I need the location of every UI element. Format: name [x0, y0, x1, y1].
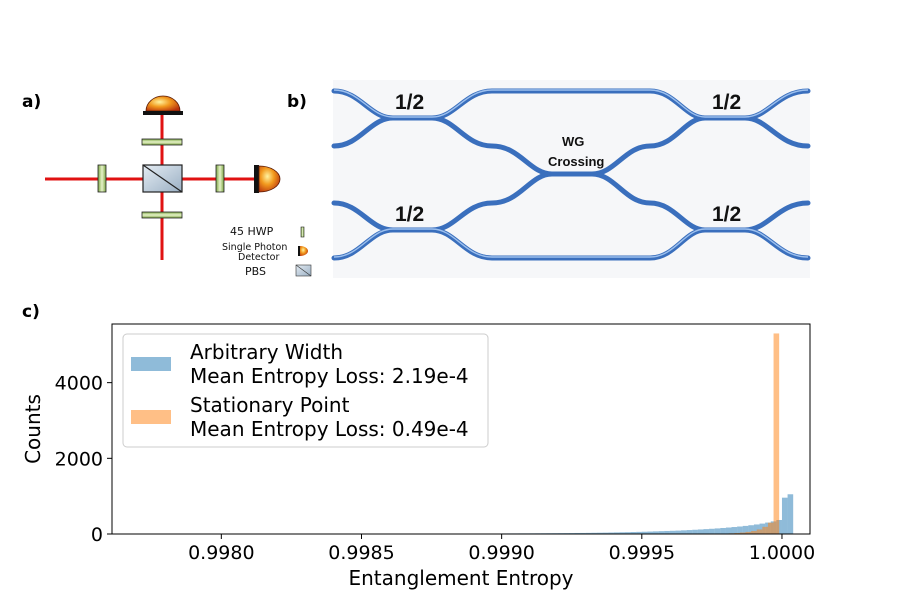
waveguide-highlights [333, 89, 809, 258]
x-tick-label: 1.0000 [749, 542, 815, 564]
arbitrary-bar [697, 529, 704, 534]
arbitrary-bar [675, 530, 682, 534]
crossing-label-2: Crossing [548, 154, 604, 169]
arbitrary-bar [781, 497, 788, 534]
x-tick-label: 0.9995 [609, 542, 675, 564]
arbitrary-bar [585, 532, 592, 534]
hwp-right [215, 164, 225, 193]
arbitrary-bar [720, 527, 726, 534]
y-tick-label: 0 [91, 524, 103, 546]
legend-detector-label-1: Single Photon [222, 242, 287, 253]
y-tick-label: 4000 [55, 373, 103, 395]
panel-label-c: c) [22, 302, 40, 322]
splitter-label-top-left: 1/2 [395, 91, 424, 114]
x-tick-label: 0.9980 [188, 542, 254, 564]
stationary-bar [756, 529, 763, 534]
legend-pbs-label: PBS [245, 265, 266, 278]
arbitrary-bar [624, 532, 631, 534]
arbitrary-bar [641, 531, 648, 534]
stationary-bar [751, 530, 757, 534]
arbitrary-bar [613, 532, 620, 534]
stationary-bar [745, 531, 752, 534]
arbitrary-bar [703, 529, 710, 534]
arbitrary-bar [619, 532, 625, 534]
arbitrary-bar [602, 532, 609, 534]
arbitrary-bar [669, 530, 676, 534]
legend-detector-label-2: Detector [238, 252, 279, 263]
arbitrary-bar [725, 527, 732, 534]
arbitrary-bar [647, 531, 654, 534]
x-axis-label: Entanglement Entropy [348, 566, 573, 590]
legend-stationary-loss: Mean Entropy Loss: 0.49e-4 [190, 417, 469, 441]
stationary-bar [739, 532, 746, 534]
stationary-bar [762, 526, 768, 534]
waveguides [331, 88, 811, 261]
y-axis-ticks: 0 2000 4000 [55, 373, 112, 546]
arbitrary-bar [636, 531, 642, 534]
legend-hwp-label: 45 HWP [230, 225, 274, 238]
legend-hwp-icon [300, 226, 305, 238]
arbitrary-bar [731, 527, 738, 534]
arbitrary-bar [608, 532, 614, 534]
y-tick-label: 2000 [55, 448, 103, 470]
detector-top-icon [143, 95, 183, 115]
arbitrary-bar [742, 525, 749, 534]
arbitrary-bar [591, 532, 597, 534]
legend-swatch-stationary [131, 410, 171, 424]
pbs-cube [142, 164, 183, 193]
arbitrary-bar [787, 494, 794, 534]
x-tick-label: 0.9985 [328, 542, 394, 564]
splitter-label-bottom-left: 1/2 [395, 203, 424, 226]
arbitrary-bar [709, 528, 715, 534]
legend-arbitrary-name: Arbitrary Width [190, 340, 343, 364]
arbitrary-bar [630, 532, 637, 534]
arbitrary-bar [686, 530, 693, 534]
waveguide-background [333, 80, 810, 278]
legend-stationary-name: Stationary Point [190, 393, 350, 417]
arbitrary-bar [653, 531, 659, 534]
x-tick-label: 0.9990 [468, 542, 534, 564]
hwp-top [141, 138, 183, 146]
panel-label-b: b) [287, 92, 307, 112]
arbitrary-bar [681, 530, 687, 534]
crossing-label-1: WG [562, 134, 584, 149]
arbitrary-bar [658, 531, 665, 534]
arbitrary-bar [596, 532, 603, 534]
arbitrary-bar [664, 530, 670, 534]
stationary-bar [767, 522, 774, 534]
arbitrary-bar [737, 526, 743, 534]
legend-arbitrary-loss: Mean Entropy Loss: 2.19e-4 [190, 364, 469, 388]
panel-label-a: a) [22, 92, 42, 112]
arbitrary-bar [574, 532, 581, 534]
arbitrary-bar [753, 524, 760, 534]
x-axis-ticks: 0.9980 0.9985 0.9990 0.9995 1.0000 [188, 534, 815, 564]
arbitrary-bar [714, 528, 721, 534]
splitter-label-bottom-right: 1/2 [712, 203, 741, 226]
detector-right-icon [254, 165, 281, 193]
stationary-bar [773, 333, 780, 534]
arbitrary-bar [580, 532, 586, 534]
arbitrary-bar [692, 529, 698, 534]
plot-frame [111, 323, 811, 535]
y-axis-label: Counts [21, 394, 45, 464]
hwp-left [97, 164, 107, 193]
arbitrary-bar [748, 525, 754, 534]
legend-pbs-icon [295, 264, 312, 277]
legend-detector-icon [298, 246, 308, 256]
splitter-label-top-right: 1/2 [712, 91, 741, 114]
legend-swatch-arbitrary [131, 357, 171, 371]
series-stationary-bars [711, 333, 780, 534]
chart-legend: Arbitrary Width Mean Entropy Loss: 2.19e… [122, 333, 489, 448]
hwp-bottom [141, 211, 183, 219]
series-arbitrary-bars [501, 494, 794, 534]
